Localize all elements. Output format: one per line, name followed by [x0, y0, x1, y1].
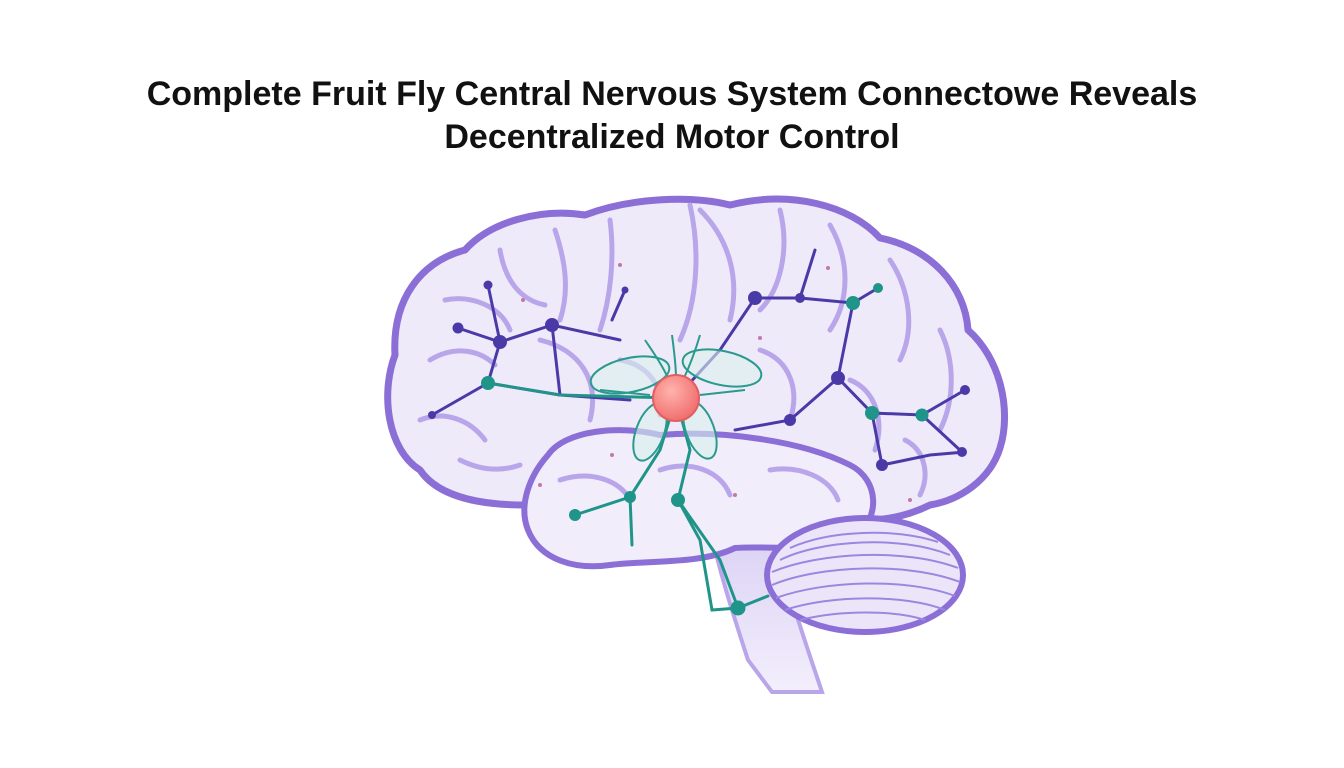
- headline-line-2: Decentralized Motor Control: [444, 118, 900, 156]
- scattered-dots: [521, 263, 912, 502]
- fly-wing-upper-right: [681, 348, 763, 388]
- fruit-fly-motif: [589, 334, 763, 462]
- network-nodes-teal: [481, 283, 929, 616]
- headline-line-1: Complete Fruit Fly Central Nervous Syste…: [146, 75, 1198, 113]
- focal-node: [652, 374, 700, 422]
- fly-wing-upper-left: [589, 355, 671, 395]
- cerebellum: [764, 515, 966, 635]
- network-nodes-purple: [428, 280, 970, 471]
